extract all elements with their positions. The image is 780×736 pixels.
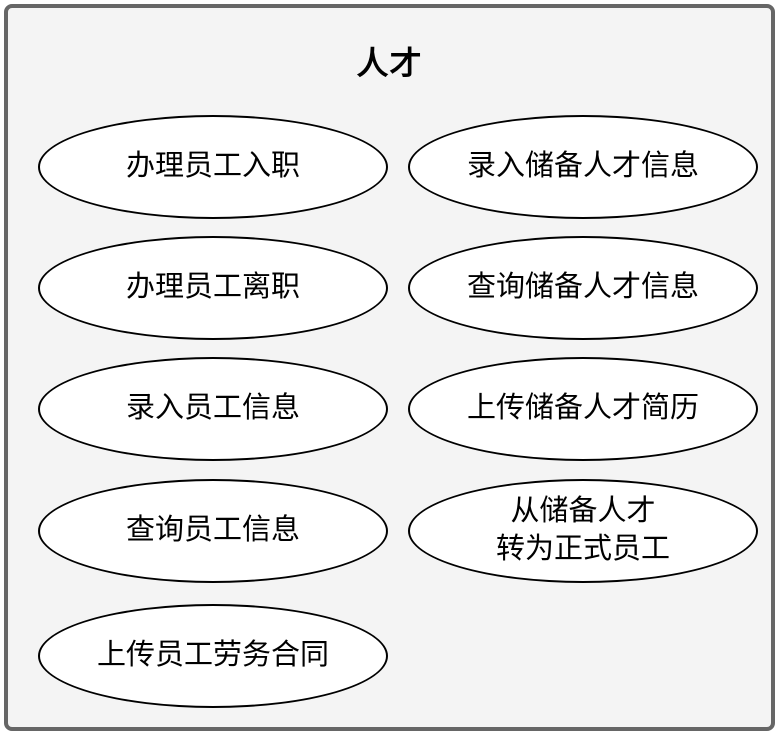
use-case-upload-reserve-talent-resume: 上传储备人才简历 bbox=[408, 357, 758, 461]
use-case-label: 查询储备人才信息 bbox=[466, 271, 699, 304]
use-case-employee-offboarding: 办理员工离职 bbox=[38, 236, 388, 340]
use-case-convert-reserve-to-formal-employee: 从储备人才 转为正式员工 bbox=[408, 479, 758, 583]
use-case-employee-onboarding: 办理员工入职 bbox=[38, 115, 388, 219]
use-case-label: 从储备人才 转为正式员工 bbox=[495, 495, 670, 565]
system-boundary: 人才 办理员工入职 办理员工离职 录入员工信息 查询员工信息 上传员工劳务合同 … bbox=[4, 4, 775, 731]
use-case-label: 查询员工信息 bbox=[125, 514, 300, 547]
use-case-query-employee-info: 查询员工信息 bbox=[38, 479, 388, 583]
use-case-label: 办理员工离职 bbox=[125, 271, 300, 304]
system-title: 人才 bbox=[356, 45, 423, 81]
use-case-label: 录入员工信息 bbox=[125, 392, 300, 425]
use-case-label: 录入储备人才信息 bbox=[466, 150, 699, 183]
use-case-query-reserve-talent-info: 查询储备人才信息 bbox=[408, 236, 758, 340]
use-case-upload-employee-labor-contract: 上传员工劳务合同 bbox=[38, 604, 388, 708]
use-case-label: 上传员工劳务合同 bbox=[96, 639, 329, 672]
use-case-enter-reserve-talent-info: 录入储备人才信息 bbox=[408, 115, 758, 219]
use-case-enter-employee-info: 录入员工信息 bbox=[38, 357, 388, 461]
use-case-label: 办理员工入职 bbox=[125, 150, 300, 183]
use-case-label: 上传储备人才简历 bbox=[466, 392, 699, 425]
